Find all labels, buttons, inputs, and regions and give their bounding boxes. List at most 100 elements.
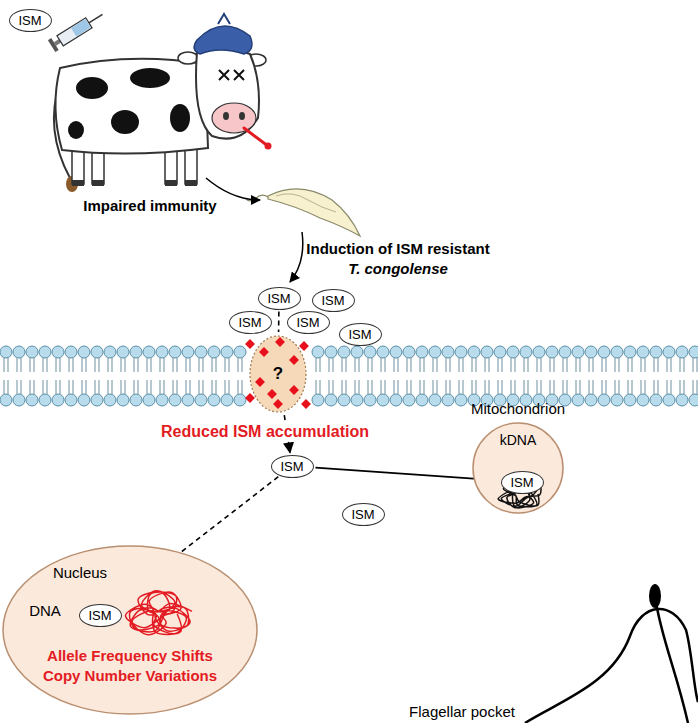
- membrane-bilayer: [39, 346, 51, 358]
- membrane-bilayer: [446, 358, 447, 372]
- membrane-bilayer: [169, 394, 181, 406]
- membrane-bilayer: [433, 358, 434, 372]
- membrane-bilayer: [580, 380, 581, 394]
- membrane-bilayer: [498, 380, 499, 394]
- membrane-bilayer: [459, 358, 460, 372]
- membrane-bilayer: [190, 358, 191, 372]
- drug-molecule: ISM: [229, 311, 272, 334]
- membrane-bilayer: [550, 380, 551, 394]
- membrane-bilayer: [372, 358, 373, 372]
- membrane-bilayer: [632, 358, 633, 372]
- cow: [54, 14, 272, 192]
- membrane-bilayer: [667, 380, 668, 394]
- membrane-bilayer: [641, 380, 642, 394]
- membrane-bilayer: [91, 394, 103, 406]
- membrane-bilayer: [329, 358, 330, 372]
- membrane-bilayer: [73, 358, 74, 372]
- membrane-bilayer: [56, 358, 57, 372]
- membrane-bilayer: [17, 358, 18, 372]
- drug-molecule: ISM: [9, 9, 52, 32]
- membrane-bilayer: [78, 346, 90, 358]
- membrane-bilayer: [554, 380, 555, 394]
- membrane-bilayer: [398, 358, 399, 372]
- membrane-bilayer: [507, 346, 519, 358]
- membrane-bilayer: [394, 358, 395, 372]
- syringe: [71, 19, 91, 36]
- membrane-bilayer: [312, 346, 324, 358]
- node-text: Mitochondrion: [471, 400, 565, 417]
- cow: [218, 14, 230, 24]
- trypanosome: [276, 194, 336, 212]
- membrane-bilayer: [585, 346, 597, 358]
- membrane-bilayer: [238, 358, 239, 372]
- membrane-bilayer: [390, 346, 402, 358]
- membrane-bilayer: [203, 358, 204, 372]
- membrane-bilayer: [563, 380, 564, 394]
- membrane-bilayer: [407, 358, 408, 372]
- membrane-bilayer: [381, 380, 382, 394]
- membrane-bilayer: [420, 380, 421, 394]
- membrane-bilayer: [138, 358, 139, 372]
- membrane-bilayer: [697, 380, 698, 394]
- membrane-bilayer: [632, 380, 633, 394]
- membrane-bilayer: [645, 380, 646, 394]
- membrane-bilayer: [667, 358, 668, 372]
- membrane-bilayer: [13, 394, 25, 406]
- flagellar-pocket: [525, 584, 698, 723]
- membrane-bilayer: [208, 394, 220, 406]
- membrane-bilayer: [104, 394, 116, 406]
- membrane-bilayer: [572, 394, 584, 406]
- membrane-bilayer: [13, 346, 25, 358]
- membrane-bilayer: [229, 380, 230, 394]
- membrane-bilayer: [78, 394, 90, 406]
- drug-label: ISM: [297, 315, 320, 330]
- membrane-bilayer: [47, 380, 48, 394]
- membrane-bilayer: [559, 346, 571, 358]
- membrane-bilayer: [676, 346, 688, 358]
- membrane-bilayer: [442, 346, 454, 358]
- membrane-bilayer: [615, 358, 616, 372]
- membrane-bilayer: [485, 380, 486, 394]
- membrane-bilayer: [333, 380, 334, 394]
- membrane-transporter-outline: [250, 336, 306, 412]
- membrane-bilayer: [329, 380, 330, 394]
- drug-label: ISM: [239, 315, 262, 330]
- mitochondrion-outline: [473, 423, 563, 513]
- membrane-bilayer: [17, 380, 18, 394]
- membrane-transporter-outline: [259, 347, 269, 357]
- membrane-bilayer: [130, 346, 142, 358]
- membrane-bilayer: [26, 346, 38, 358]
- membrane-bilayer: [199, 358, 200, 372]
- membrane-bilayer: [593, 358, 594, 372]
- membrane-bilayer: [637, 346, 649, 358]
- process-arrow: [290, 232, 303, 282]
- cow: [165, 180, 177, 186]
- membrane-transporter-outline: [289, 385, 299, 395]
- membrane-bilayer: [429, 394, 441, 406]
- membrane-bilayer: [234, 346, 246, 358]
- membrane-bilayer: [320, 358, 321, 372]
- membrane-bilayer: [130, 394, 142, 406]
- membrane-bilayer: [156, 346, 168, 358]
- caption-label: T. congolense: [348, 260, 448, 277]
- membrane-bilayer: [606, 380, 607, 394]
- membrane-bilayer: [511, 380, 512, 394]
- membrane-bilayer: [684, 380, 685, 394]
- cow: [92, 180, 104, 186]
- membrane-bilayer: [602, 380, 603, 394]
- membrane-bilayer: [26, 394, 38, 406]
- membrane-bilayer: [316, 380, 317, 394]
- node-text: DNA: [29, 602, 61, 619]
- membrane-bilayer: [69, 380, 70, 394]
- membrane-bilayer: [429, 346, 441, 358]
- membrane-bilayer: [463, 380, 464, 394]
- membrane-bilayer: [554, 358, 555, 372]
- membrane-bilayer: [173, 380, 174, 394]
- membrane-bilayer: [203, 380, 204, 394]
- membrane-bilayer: [56, 380, 57, 394]
- drug-label: ISM: [268, 291, 291, 306]
- membrane-bilayer: [680, 380, 681, 394]
- membrane-bilayer: [455, 394, 467, 406]
- membrane-bilayer: [606, 358, 607, 372]
